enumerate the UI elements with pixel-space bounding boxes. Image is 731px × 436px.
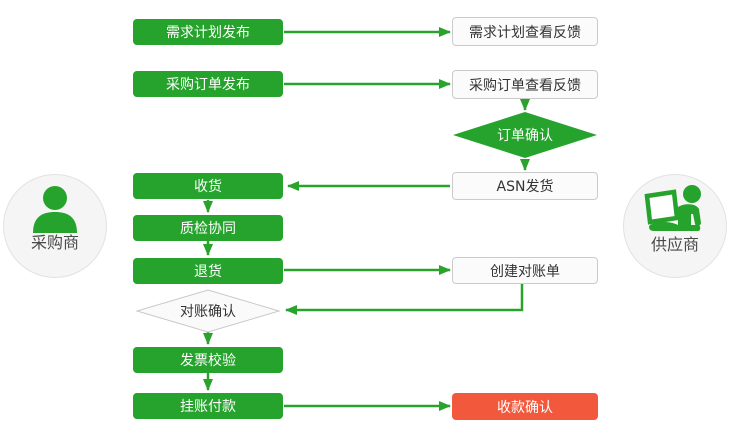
decision-order-confirm-label: 订单确认 — [497, 128, 553, 144]
node-receive: 收货 — [133, 173, 283, 199]
actor-supplier: 供应商 — [623, 174, 727, 278]
order-confirm-diamond-shape — [453, 112, 597, 158]
buyer-person-icon — [33, 186, 77, 233]
node-demand-plan-feedback: 需求计划查看反馈 — [452, 17, 598, 46]
actor-buyer-label: 采购商 — [30, 233, 79, 252]
decision-statement-confirm-label: 对账确认 — [180, 304, 236, 320]
node-payment-on-account: 挂账付款 — [133, 393, 283, 419]
node-asn-ship: ASN发货 — [452, 172, 598, 200]
decision-order-confirm: 订单确认 — [453, 112, 597, 158]
statement-confirm-diamond-shape — [136, 289, 280, 333]
supplier-laptop-person-icon — [644, 185, 701, 231]
node-return-goods: 退货 — [133, 258, 283, 284]
node-demand-plan-publish: 需求计划发布 — [133, 19, 283, 45]
decision-statement-confirm: 对账确认 — [136, 289, 280, 333]
actor-buyer: 采购商 — [3, 174, 107, 278]
actor-supplier-label: 供应商 — [650, 235, 699, 254]
arrow-statement-to-confirm — [285, 284, 524, 315]
node-create-statement: 创建对账单 — [452, 257, 598, 284]
node-po-publish: 采购订单发布 — [133, 71, 283, 97]
node-quality-check: 质检协同 — [133, 215, 283, 241]
node-po-feedback: 采购订单查看反馈 — [452, 70, 598, 99]
node-receipt-confirm: 收款确认 — [452, 393, 598, 420]
node-invoice-verify: 发票校验 — [133, 347, 283, 373]
